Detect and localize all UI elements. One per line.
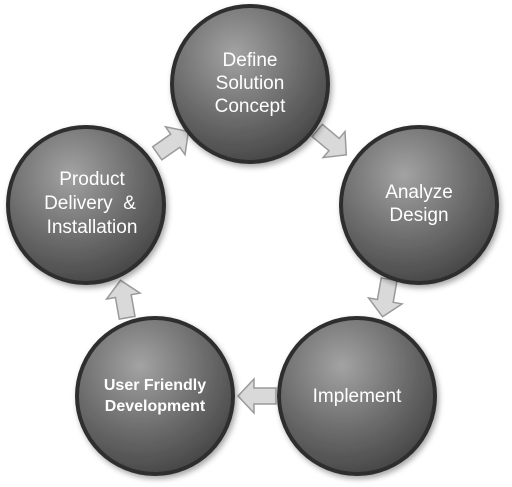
node-product-line-1: Product xyxy=(59,169,125,190)
node-define-line-1: Define xyxy=(223,50,278,71)
arrow-user-development-to-product xyxy=(104,279,143,320)
node-define-line-2: Solution xyxy=(216,73,285,94)
arrow-product-to-define xyxy=(151,125,190,161)
arrow-analyze-to-implement xyxy=(366,277,405,318)
node-implement xyxy=(277,316,437,476)
node-analyze-line-1: Analyze xyxy=(385,182,453,203)
node-product-delivery-installation xyxy=(6,125,166,285)
node-user-friendly-development xyxy=(75,316,235,476)
arrow-implement-to-user-development xyxy=(236,377,277,415)
node-implement-line-1: Implement xyxy=(313,386,402,407)
node-define-line-3: Concept xyxy=(215,96,286,117)
node-analyze-design xyxy=(339,125,499,285)
node-user-line-2: Development xyxy=(105,398,206,415)
node-define-solution-concept xyxy=(170,4,330,164)
arrow-define-to-analyze xyxy=(311,123,348,159)
node-product-line-3: Installation xyxy=(47,217,138,238)
node-user-line-1: User Friendly xyxy=(104,377,206,394)
node-analyze-line-2: Design xyxy=(389,205,448,226)
node-product-line-2: Delivery & xyxy=(44,193,136,214)
